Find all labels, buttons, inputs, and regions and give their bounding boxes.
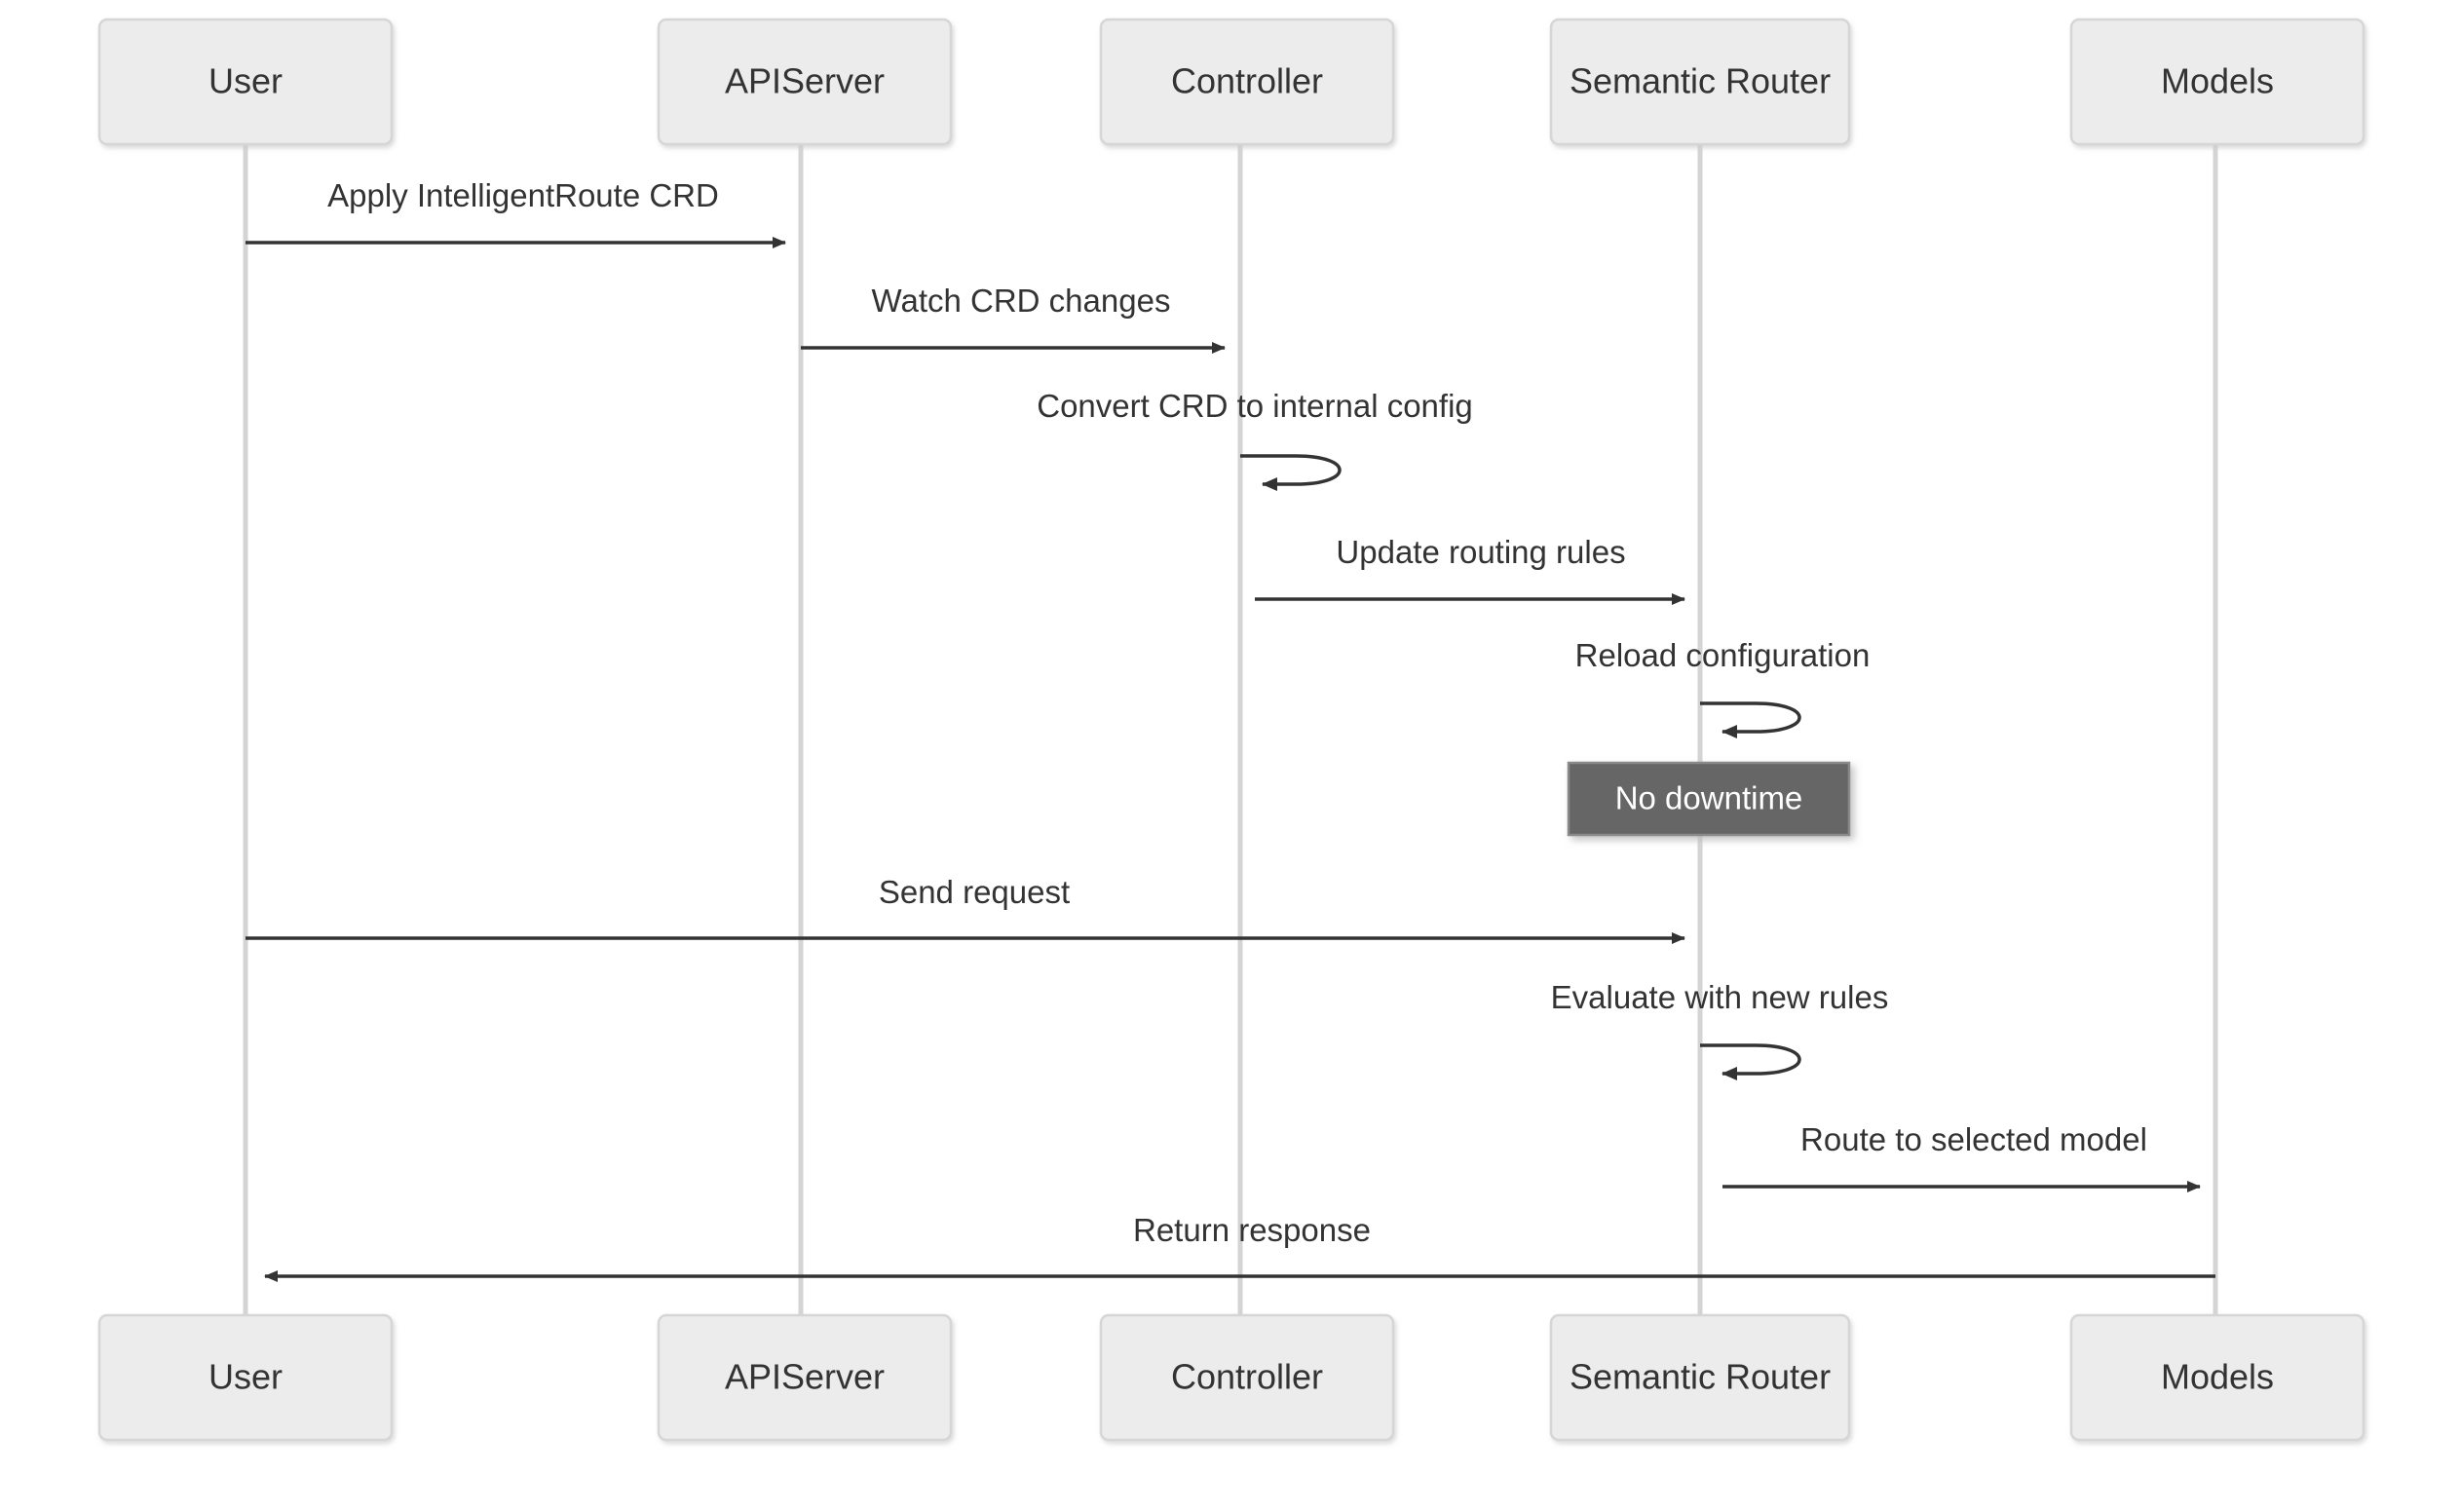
actor-box-models-bottom[interactable]: Models [2069, 1313, 2365, 1442]
actor-box-router-bottom[interactable]: Semantic Router [1549, 1313, 1851, 1442]
message-selfloop-5 [1700, 701, 1801, 738]
message-route-to-selected-model: Route to selected model [1722, 1121, 2201, 1192]
message-selfloop-7 [1700, 1043, 1801, 1080]
actor-box-user-bottom[interactable]: User [97, 1313, 394, 1442]
note-no-downtime: No downtime [1567, 761, 1851, 837]
lifelines-group [243, 144, 2218, 1315]
actor-box-apiserver-bottom[interactable]: APIServer [657, 1313, 953, 1442]
message-selfloop-3 [1240, 454, 1342, 491]
message-apply-intelligentroute-crd: Apply IntelligentRoute CRD [246, 177, 786, 248]
actor-boxes-top: User APIServer Controller Semantic Route… [97, 18, 2365, 146]
message-label-2: Watch CRD changes [872, 283, 1171, 319]
actor-box-controller-bottom[interactable]: Controller [1099, 1313, 1395, 1442]
actor-label-controller-top: Controller [1171, 61, 1323, 101]
actor-label-router-top: Semantic Router [1570, 61, 1831, 101]
actor-label-controller-bottom: Controller [1171, 1357, 1323, 1397]
message-label-3: Convert CRD to internal config [1037, 388, 1473, 424]
note-background [1567, 761, 1851, 837]
actor-box-apiserver-top[interactable]: APIServer [657, 18, 953, 146]
actor-box-models-top[interactable]: Models [2069, 18, 2365, 146]
message-label-6: Send request [879, 874, 1070, 910]
actor-box-controller-top[interactable]: Controller [1099, 18, 1395, 146]
message-label-1: Apply IntelligentRoute CRD [327, 177, 719, 213]
actor-label-apiserver-bottom: APIServer [725, 1357, 885, 1397]
message-convert-crd-to-internal-config: Convert CRD to internal config [1037, 388, 1473, 491]
actor-boxes-bottom: User APIServer Controller Semantic Route… [97, 1313, 2365, 1442]
message-label-5: Reload configuration [1575, 637, 1871, 673]
actor-label-apiserver-top: APIServer [725, 61, 885, 101]
note-label-text: No downtime [1615, 780, 1803, 816]
message-label-7: Evaluate with new rules [1551, 979, 1889, 1015]
actor-box-router-top[interactable]: Semantic Router [1549, 18, 1851, 146]
message-send-request: Send request [246, 874, 1685, 944]
message-label-8: Route to selected model [1800, 1121, 2147, 1157]
actor-label-models-top: Models [2161, 61, 2274, 101]
message-evaluate-with-new-rules: Evaluate with new rules [1551, 979, 1889, 1080]
actor-label-user-bottom: User [208, 1357, 283, 1397]
message-watch-crd-changes: Watch CRD changes [801, 283, 1226, 354]
actor-label-user-top: User [208, 61, 283, 101]
message-reload-configuration: Reload configuration [1575, 637, 1871, 738]
message-return-response: Return response [264, 1212, 2215, 1282]
actor-label-router-bottom: Semantic Router [1570, 1357, 1831, 1397]
message-label-4: Update routing rules [1336, 534, 1625, 570]
message-update-routing-rules: Update routing rules [1255, 534, 1685, 605]
message-label-9: Return response [1133, 1212, 1371, 1248]
actor-label-models-bottom: Models [2161, 1357, 2274, 1397]
actor-box-user-top[interactable]: User [97, 18, 394, 146]
